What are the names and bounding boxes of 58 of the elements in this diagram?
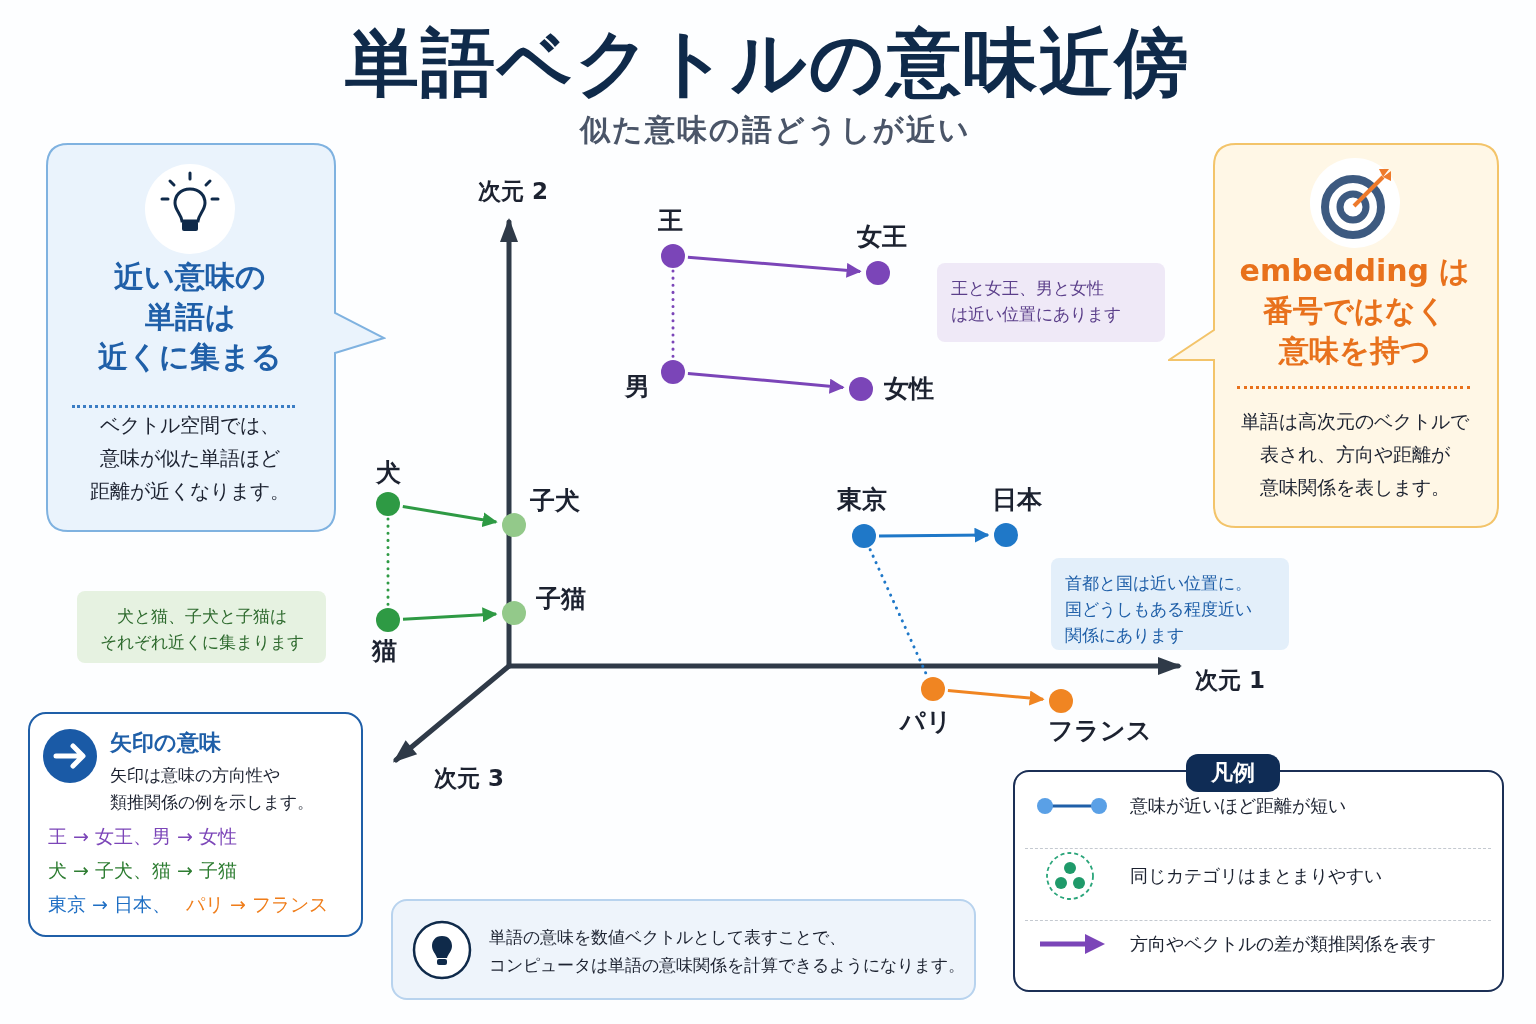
- info-box: [391, 899, 976, 1000]
- box-text: 矢印は意味の方向性や類推関係の例を示します。: [110, 764, 314, 814]
- example-text: 犬 → 子犬、猫 → 子猫: [48, 858, 237, 883]
- subtitle: 似た意味の語どうしが近い: [578, 111, 972, 149]
- point-dot: [1049, 689, 1073, 713]
- word-label: 東京: [837, 484, 887, 516]
- word-label: 男: [625, 371, 650, 403]
- arrow: [687, 255, 862, 278]
- callout-heading: 近い意味の単語は近くに集まる: [97, 258, 283, 376]
- word-label: 猫: [372, 635, 397, 667]
- example-text: 東京 → 日本、: [48, 892, 171, 917]
- word-label: パリ: [900, 706, 952, 738]
- word-label: 女王: [857, 221, 907, 253]
- arrow: [947, 688, 1045, 706]
- dotted-line: [868, 548, 929, 677]
- note-box: 首都と国は近い位置に。国どうしもある程度近い関係にあります: [1051, 558, 1289, 650]
- point-dot: [376, 492, 400, 516]
- dotted-line: [386, 517, 390, 607]
- arrow: [687, 371, 845, 394]
- point-dot: [866, 261, 890, 285]
- callout-text: 単語は高次元のベクトルで表され、方向や距離が意味関係を表します。: [1240, 409, 1470, 500]
- axis-label: 次元 1: [1195, 666, 1265, 695]
- point-dot: [376, 608, 400, 632]
- axis-label: 次元 3: [434, 764, 504, 793]
- arrow: [402, 505, 498, 528]
- note-text: 単語の意味を数値ベクトルとして表すことで、コンピュータは単語の意味関係を計算できるようになります。: [489, 926, 965, 977]
- point-dot: [661, 244, 685, 268]
- callout-text: ベクトル空間では、意味が似た単語ほど距離が近くなります。: [89, 412, 291, 505]
- info-box: [28, 712, 363, 937]
- word-label: 王: [658, 205, 683, 237]
- title: 単語ベクトルの意味近傍: [344, 18, 1192, 107]
- note-box: 王と女王、男と女性は近い位置にあります: [937, 263, 1165, 342]
- word-label: 日本: [992, 484, 1042, 516]
- word-label: 犬: [376, 457, 401, 489]
- example-text: 王 → 女王、男 → 女性: [48, 824, 237, 849]
- point-dot: [921, 677, 945, 701]
- callout-heading: embedding は番号ではなく意味を持つ: [1238, 252, 1472, 370]
- arrow: [879, 527, 990, 543]
- legend-text: 同じカテゴリはまとまりやすい: [1130, 864, 1382, 888]
- point-dot: [994, 523, 1018, 547]
- word-label: 子犬: [530, 485, 580, 517]
- dotted-line: [671, 269, 675, 359]
- point-dot: [852, 524, 876, 548]
- arrow: [402, 607, 498, 623]
- box-heading: 矢印の意味: [110, 729, 221, 757]
- legend-text: 意味が近いほど距離が短い: [1130, 794, 1346, 818]
- word-label: 女性: [884, 373, 934, 405]
- legend-text: 方向やベクトルの差が類推関係を表す: [1130, 932, 1436, 956]
- point-dot: [502, 513, 526, 537]
- legend-title: 凡例: [1186, 754, 1280, 792]
- word-label: フランス: [1048, 715, 1152, 747]
- point-dot: [502, 601, 526, 625]
- point-dot: [849, 377, 873, 401]
- axis-label: 次元 2: [478, 177, 548, 206]
- note-box: 犬と猫、子犬と子猫はそれぞれ近くに集まります: [77, 591, 326, 663]
- example-text: パリ → フランス: [186, 892, 328, 917]
- word-label: 子猫: [536, 583, 586, 615]
- point-dot: [661, 360, 685, 384]
